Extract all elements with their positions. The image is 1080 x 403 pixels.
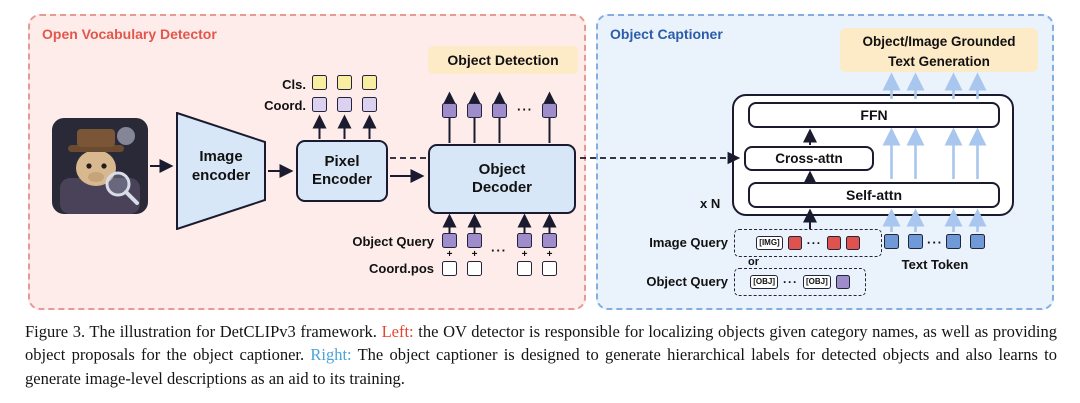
coord-pos-label: Coord.pos xyxy=(369,261,434,276)
image-query-square xyxy=(845,236,860,250)
figure-caption: Figure 3. The illustration for DetCLIPv3… xyxy=(25,320,1057,390)
image-query-tokens: [IMG] ··· xyxy=(734,229,882,257)
grounded-text-line1: Object/Image Grounded xyxy=(862,34,1016,49)
grounded-text-line2: Text Generation xyxy=(888,53,990,69)
plus-sign: + xyxy=(471,249,478,260)
plus-sign: + xyxy=(546,249,553,260)
ffn-box: FFN xyxy=(748,102,1000,128)
coord-pos-square xyxy=(517,261,532,276)
object-query-square xyxy=(467,233,482,248)
plus-sign: + xyxy=(446,249,453,260)
cls-token-square xyxy=(337,75,352,90)
image-encoder-label: Image encoder xyxy=(191,148,251,184)
coord-token-square xyxy=(362,97,377,112)
detection-token-square xyxy=(542,103,557,118)
self-attn-box: Self-attn xyxy=(748,182,1000,208)
text-token-square xyxy=(908,234,923,249)
detective-mascot-image xyxy=(52,118,148,214)
caption-part1: Figure 3. The illustration for DetCLIPv3… xyxy=(25,322,382,341)
image-query-label: Image Query xyxy=(649,235,728,250)
ellipsis: ··· xyxy=(783,275,798,289)
cls-token-square xyxy=(312,75,327,90)
detector-panel-title: Open Vocabulary Detector xyxy=(42,26,217,42)
text-token-square xyxy=(970,234,985,249)
xn-repeat-label: x N xyxy=(700,196,721,211)
detection-token-square xyxy=(492,103,507,118)
plus-sign: + xyxy=(521,249,528,260)
cls-token-square xyxy=(362,75,377,90)
coord-token-square xyxy=(312,97,327,112)
object-query-label-captioner: Object Query xyxy=(646,274,728,289)
coord-pos-square xyxy=(442,261,457,276)
caption-left-label: Left: xyxy=(381,322,414,341)
coord-pos-square xyxy=(542,261,557,276)
caption-right-label: Right: xyxy=(310,345,352,365)
coord-pos-square xyxy=(467,261,482,276)
text-token-label: Text Token xyxy=(901,257,969,272)
coord-label: Coord. xyxy=(264,98,306,113)
ellipsis: ··· xyxy=(806,236,822,250)
object-query-square xyxy=(442,233,457,248)
cross-attn-box: Cross-attn xyxy=(744,146,874,171)
object-decoder-label: Object Decoder xyxy=(471,161,533,196)
ellipsis: ··· xyxy=(517,102,533,117)
image-query-square xyxy=(826,236,841,250)
object-query-tokens: [OBJ] ··· [OBJ] xyxy=(734,268,866,296)
obj-token: [OBJ] xyxy=(750,275,778,289)
img-token: [IMG] xyxy=(756,236,783,250)
object-query-square xyxy=(835,275,850,289)
text-token-square xyxy=(884,234,899,249)
text-token-square xyxy=(946,234,961,249)
object-query-square xyxy=(517,233,532,248)
captioner-panel-title: Object Captioner xyxy=(610,26,723,42)
detection-token-square xyxy=(442,103,457,118)
cls-label: Cls. xyxy=(282,77,306,92)
pixel-encoder-label: Pixel Encoder xyxy=(312,153,373,188)
ellipsis: ··· xyxy=(491,243,507,258)
grounded-text-generation-label: Object/Image Grounded Text Generation xyxy=(840,28,1038,72)
pixel-encoder-box: Pixel Encoder xyxy=(296,140,388,202)
detection-token-square xyxy=(467,103,482,118)
object-detection-label: Object Detection xyxy=(428,46,578,74)
image-query-square xyxy=(787,236,802,250)
caption-part2: the OV detector is responsible for local… xyxy=(25,322,1057,365)
ellipsis: ··· xyxy=(927,235,943,250)
obj-token: [OBJ] xyxy=(803,275,831,289)
image-encoder-shape xyxy=(176,112,266,230)
caption-part3: The object captioner is designed to gene… xyxy=(25,345,1057,388)
object-decoder-box: Object Decoder xyxy=(428,144,576,214)
object-query-square xyxy=(542,233,557,248)
object-query-label: Object Query xyxy=(352,234,434,249)
coord-token-square xyxy=(337,97,352,112)
or-label: or xyxy=(748,256,759,268)
